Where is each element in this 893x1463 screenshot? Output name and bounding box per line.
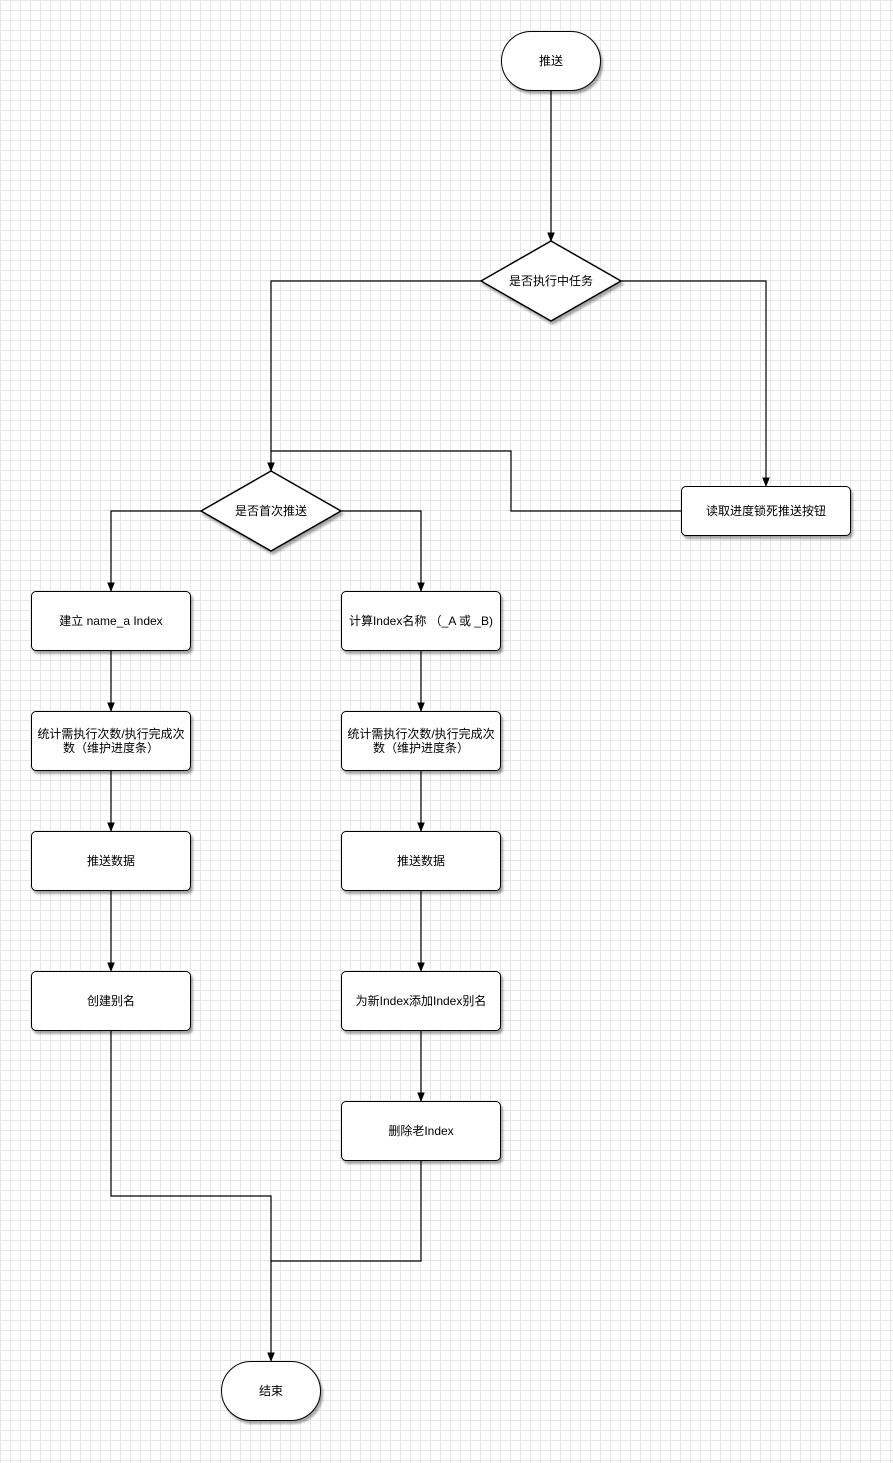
right-push-node[interactable]: 推送数据 bbox=[341, 831, 501, 891]
add-alias-label: 为新Index添加Index别名 bbox=[355, 994, 487, 1008]
right-stats-node[interactable]: 统计需执行次数/执行完成次数（维护进度条） bbox=[341, 711, 501, 771]
add-alias-node[interactable]: 为新Index添加Index别名 bbox=[341, 971, 501, 1031]
lock-button-node[interactable]: 读取进度锁死推送按钮 bbox=[681, 486, 851, 536]
edge-lock-to-first bbox=[271, 450, 681, 512]
edge-left-to-end bbox=[110, 1031, 275, 1362]
decision-first-shape bbox=[199, 470, 343, 552]
edge-first-to-right bbox=[341, 510, 425, 592]
start-node-label: 推送 bbox=[538, 54, 563, 68]
decision-first-label: 是否首次推送 bbox=[234, 504, 307, 518]
create-alias-label: 创建别名 bbox=[86, 994, 135, 1008]
decision-running-shape bbox=[479, 240, 623, 322]
calc-index-name-node[interactable]: 计算Index名称 （_A 或 _B) bbox=[341, 591, 501, 651]
end-node[interactable]: 结束 bbox=[221, 1361, 321, 1421]
edge-running-to-first bbox=[267, 280, 481, 472]
right-push-label: 推送数据 bbox=[396, 854, 445, 868]
end-node-label: 结束 bbox=[258, 1384, 283, 1398]
left-stats-label: 统计需执行次数/执行完成次数（维护进度条） bbox=[37, 727, 185, 755]
create-alias-node[interactable]: 创建别名 bbox=[31, 971, 191, 1031]
edge-running-to-lock bbox=[621, 280, 770, 487]
lock-button-label: 读取进度锁死推送按钮 bbox=[705, 504, 826, 518]
create-index-node[interactable]: 建立 name_a Index bbox=[31, 591, 191, 651]
calc-index-name-label: 计算Index名称 （_A 或 _B) bbox=[348, 614, 494, 628]
left-push-node[interactable]: 推送数据 bbox=[31, 831, 191, 891]
start-node[interactable]: 推送 bbox=[501, 31, 601, 91]
decision-first-node[interactable]: 是否首次推送 bbox=[201, 471, 341, 551]
decision-running-label: 是否执行中任务 bbox=[508, 274, 593, 288]
delete-old-index-node[interactable]: 删除老Index bbox=[341, 1101, 501, 1161]
left-push-label: 推送数据 bbox=[86, 854, 135, 868]
create-index-label: 建立 name_a Index bbox=[59, 614, 163, 628]
right-stats-label: 统计需执行次数/执行完成次数（维护进度条） bbox=[347, 727, 495, 755]
edge-first-to-left bbox=[107, 510, 201, 592]
edge-right-to-end bbox=[271, 1161, 422, 1262]
left-stats-node[interactable]: 统计需执行次数/执行完成次数（维护进度条） bbox=[31, 711, 191, 771]
decision-running-node[interactable]: 是否执行中任务 bbox=[481, 241, 621, 321]
delete-old-index-label: 删除老Index bbox=[388, 1124, 454, 1138]
